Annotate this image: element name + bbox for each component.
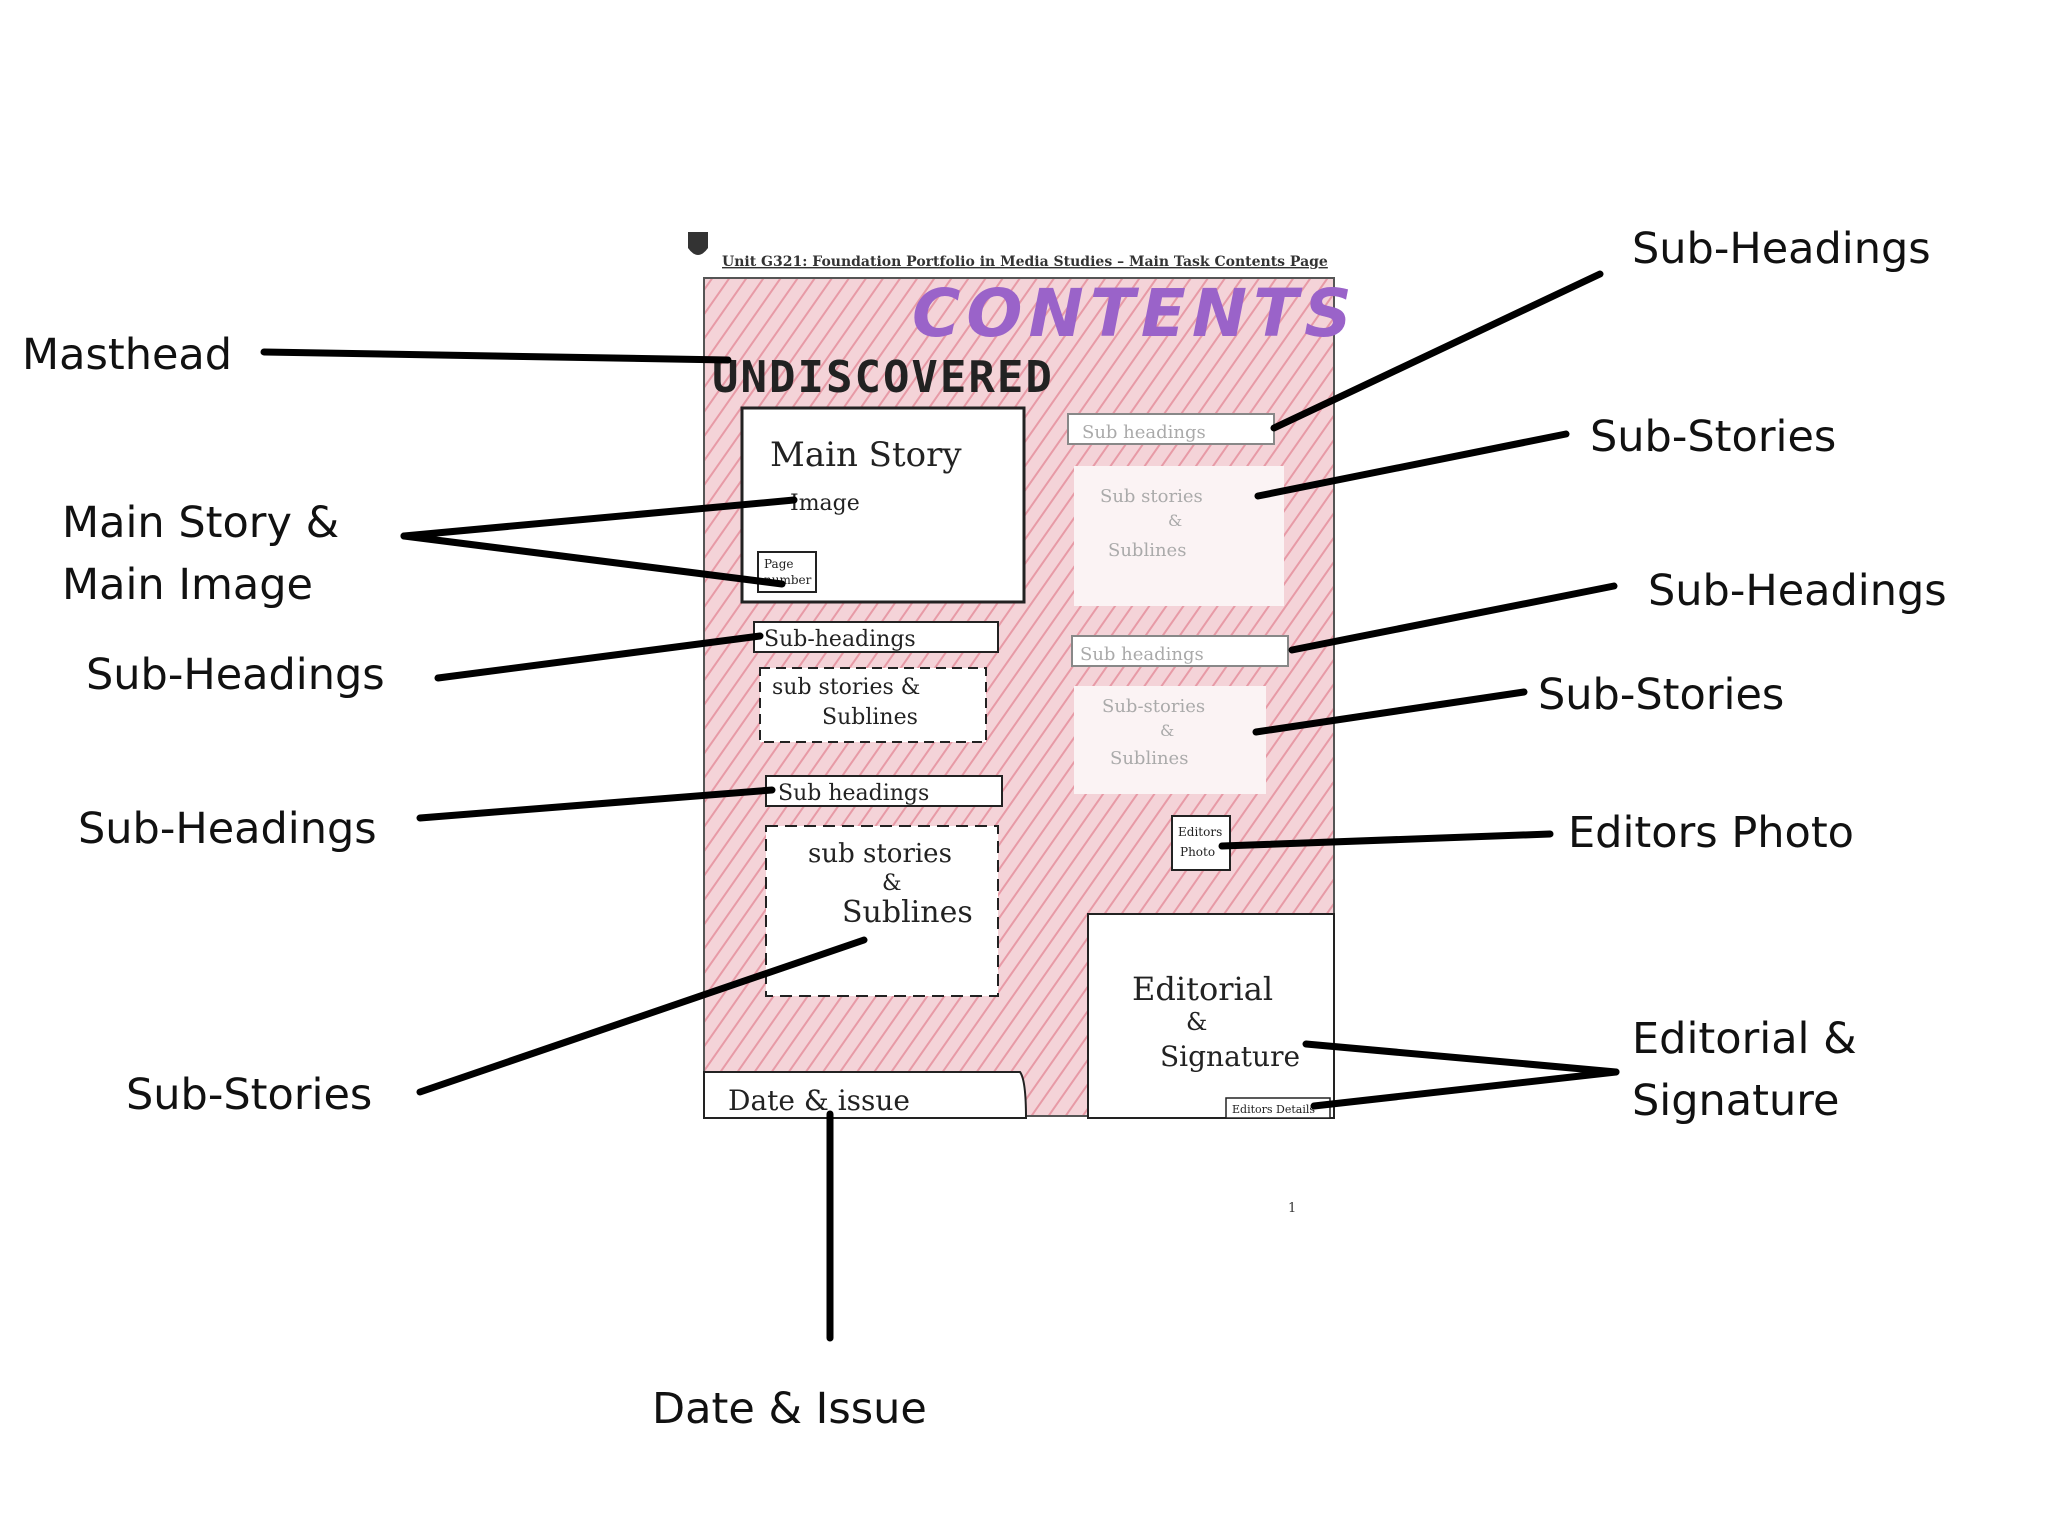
editorial-line3: Signature — [1160, 1040, 1300, 1073]
label-editorial-line2: Signature — [1632, 1076, 1840, 1126]
right-substories-2-line2: & — [1160, 721, 1174, 740]
label-sub-headings-right-1: Sub-Headings — [1632, 224, 1931, 274]
label-editors-photo: Editors Photo — [1568, 808, 1854, 858]
right-substories-1-line1: Sub stories — [1100, 486, 1203, 507]
callout-line-sub-stories-left — [416, 936, 868, 1096]
label-editorial-line1: Editorial & — [1632, 1014, 1857, 1064]
right-subheading-box-2 — [1071, 635, 1289, 667]
callout-line-editors-photo — [1218, 830, 1554, 850]
label-sub-stories-right-1: Sub-Stories — [1590, 412, 1837, 462]
label-sub-stories-right-2: Sub-Stories — [1538, 670, 1785, 720]
masthead-text: UNDISCOVERED — [712, 352, 1054, 403]
right-substories-2-line1: Sub-stories — [1102, 696, 1205, 717]
editorial-line1: Editorial — [1132, 970, 1273, 1008]
editorial-line2: & — [1186, 1008, 1207, 1036]
callout-line-editorial — [1302, 1040, 1620, 1076]
left-substories-box-2 — [765, 825, 999, 997]
callout-line-sub-headings-left-1 — [434, 632, 764, 682]
editors-details-box — [1225, 1097, 1331, 1119]
left-subheading-2: Sub headings — [778, 781, 929, 806]
date-issue-box — [703, 1071, 1028, 1119]
label-sub-headings-right-2: Sub-Headings — [1648, 566, 1947, 616]
right-substories-1-line3: Sublines — [1108, 540, 1186, 561]
left-substories-1-line2: Sublines — [822, 705, 918, 730]
callout-line-main-image — [400, 532, 786, 588]
editors-photo-line1: Editors — [1178, 825, 1222, 839]
label-sub-stories-left: Sub-Stories — [126, 1070, 373, 1120]
callout-line-masthead — [260, 348, 732, 364]
school-crest-icon — [688, 232, 708, 255]
page-number: 1 — [1288, 1201, 1296, 1216]
label-main-story-line1: Main Story & — [62, 498, 340, 548]
left-substories-2-line1: sub stories — [808, 839, 952, 869]
right-substories-box-2 — [1074, 686, 1266, 794]
main-story-image-text: Image — [790, 491, 860, 516]
page-number-box-line1: Page — [764, 557, 793, 571]
contents-title: CONTENTS — [912, 275, 1358, 352]
callout-line-main-story — [400, 496, 798, 540]
editors-details: Editors Details — [1232, 1103, 1315, 1116]
left-substories-1-line1: sub stories & — [772, 675, 920, 700]
callout-line-sub-headings-right-1 — [1270, 270, 1604, 432]
left-subheading-1: Sub-headings — [764, 627, 916, 652]
left-substories-box-1 — [759, 667, 987, 743]
date-issue-text: Date & issue — [728, 1084, 910, 1117]
right-substories-box-1 — [1074, 466, 1284, 606]
left-substories-2-line2: & — [882, 871, 902, 896]
right-subheading-2: Sub headings — [1080, 644, 1204, 665]
right-substories-2-line3: Sublines — [1110, 748, 1188, 769]
editors-photo-line2: Photo — [1180, 845, 1215, 859]
callout-line-sub-stories-right-1 — [1254, 430, 1570, 500]
callout-lines — [260, 270, 1620, 1342]
main-story-title: Main Story — [770, 435, 962, 475]
callout-line-signature — [1310, 1068, 1620, 1110]
right-substories-1-line2: & — [1168, 511, 1182, 530]
label-date-issue: Date & Issue — [652, 1384, 927, 1434]
page-header: Unit G321: Foundation Portfolio in Media… — [722, 254, 1328, 270]
label-masthead: Masthead — [22, 330, 233, 380]
callout-line-sub-stories-right-2 — [1252, 688, 1528, 736]
editorial-box — [1087, 913, 1335, 1119]
right-subheading-1: Sub headings — [1082, 422, 1206, 443]
left-substories-2-line3: Sublines — [842, 895, 973, 930]
callout-line-sub-headings-right-2 — [1288, 582, 1618, 654]
label-sub-headings-left-1: Sub-Headings — [86, 650, 385, 700]
label-main-story-line2: Main Image — [62, 560, 313, 610]
callout-line-sub-headings-left-2 — [416, 786, 776, 822]
label-sub-headings-left-2: Sub-Headings — [78, 804, 377, 854]
